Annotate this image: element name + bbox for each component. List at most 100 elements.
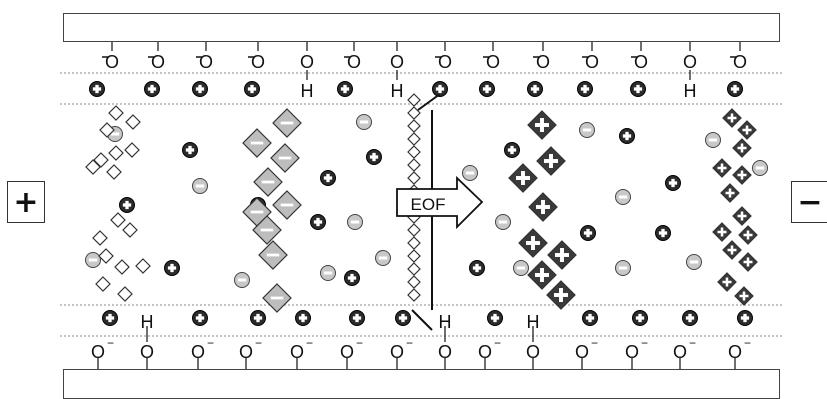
cation: [580, 225, 596, 241]
positive-analyte: [508, 163, 538, 193]
cation: [479, 81, 495, 97]
hydrogen-label: H: [527, 312, 540, 332]
anion: [320, 265, 336, 281]
diamond-shape: [98, 248, 114, 264]
neutral-marker: [407, 288, 421, 302]
positive-analyte: [732, 206, 752, 226]
minus-mark: [260, 228, 274, 232]
diamond-shape: [108, 145, 124, 161]
silanolate-group: O−: [239, 336, 262, 369]
cation: [655, 225, 671, 241]
positive-analyte: [737, 120, 757, 140]
oxygen-label: O: [673, 342, 687, 362]
anion: [513, 260, 529, 276]
negative-analyte: [242, 128, 272, 158]
diamond-shape: [99, 122, 115, 138]
oxygen-label: O: [575, 342, 589, 362]
minus-mark: [270, 296, 284, 300]
silanolate-group: O: [533, 42, 550, 72]
diamond-shape: [407, 275, 421, 289]
plus-mark: [108, 313, 112, 323]
cation: [395, 310, 411, 326]
plus-mark: [586, 228, 590, 238]
eof-arrow: EOF: [396, 175, 484, 230]
neutral-marker: [110, 212, 126, 228]
minus-mark: [618, 195, 628, 199]
minus-mark: [378, 256, 388, 260]
neutral-marker: [125, 114, 141, 130]
neutral-marker: [407, 106, 421, 120]
anion: [85, 252, 101, 268]
anion: [356, 114, 372, 130]
plus-mark: [540, 268, 544, 282]
plus-mark: [401, 313, 405, 323]
cation: [192, 310, 208, 326]
diamond-shape: [124, 142, 140, 158]
neutral-marker: [124, 142, 140, 158]
neutral-marker: [92, 230, 108, 246]
minus-mark: [498, 220, 508, 224]
cation: [320, 170, 336, 186]
diamond-shape: [407, 236, 421, 250]
cation: [630, 81, 646, 97]
plus-mark: [746, 257, 750, 267]
neutral-marker: [407, 171, 421, 185]
diamond-shape: [125, 114, 141, 130]
minus-mark: [280, 121, 294, 125]
oxygen-label: O: [140, 342, 154, 362]
negative-analyte: [270, 143, 300, 173]
negative-charge-mark: −: [107, 336, 114, 350]
cation: [665, 175, 681, 191]
oxygen-label: O: [728, 342, 742, 362]
oxygen-label: O: [340, 342, 354, 362]
silanolate-group: O−: [728, 336, 751, 369]
silanolate-group: O: [435, 42, 452, 72]
plus-mark: [559, 288, 563, 302]
minus-mark: [261, 180, 275, 184]
silanolate-group: O−: [625, 336, 648, 369]
negative-charge-mark: −: [744, 336, 751, 350]
plus-mark: [343, 84, 347, 94]
oxygen-label: O: [486, 52, 500, 72]
silanolate-group: O: [196, 42, 213, 72]
minus-mark: [582, 128, 592, 132]
plus-mark: [250, 84, 254, 94]
cation: [682, 310, 698, 326]
negative-charge-mark: −: [255, 336, 262, 350]
positive-analyte: [518, 228, 548, 258]
plus-mark: [625, 131, 629, 141]
plus-mark: [740, 211, 744, 221]
positive-analyte: [712, 158, 732, 178]
diamond-shape: [135, 258, 151, 274]
plus-mark: [588, 313, 592, 323]
minus-mark: [88, 258, 98, 262]
positive-analyte: [712, 222, 732, 242]
neutral-marker: [114, 259, 130, 275]
oxygen-label: O: [438, 52, 452, 72]
positive-analyte: [547, 240, 577, 270]
negative-charge-mark: −: [494, 336, 501, 350]
plus-mark: [730, 113, 734, 123]
plus-mark: [728, 188, 732, 198]
silanolate-group: O−: [390, 336, 413, 369]
cation: [182, 142, 198, 158]
diamond-shape: [407, 132, 421, 146]
plus-mark: [198, 313, 202, 323]
cation: [102, 310, 118, 326]
plus-mark: [583, 84, 587, 94]
negative-charge-mark: −: [641, 336, 648, 350]
plus-mark: [740, 143, 744, 153]
negative-charge-mark: −: [306, 336, 313, 350]
silanolate-group: O: [631, 42, 648, 72]
diamond-shape: [407, 106, 421, 120]
silanolate-group: O−: [575, 336, 598, 369]
plus-mark: [475, 263, 479, 273]
negative-analyte: [272, 190, 302, 220]
minus-mark: [323, 271, 333, 275]
silanol-group: OH: [526, 312, 540, 369]
oxygen-label: O: [191, 342, 205, 362]
negative-analyte: [253, 167, 283, 197]
oxygen-label: O: [683, 52, 697, 72]
eof-label: EOF: [411, 195, 446, 214]
